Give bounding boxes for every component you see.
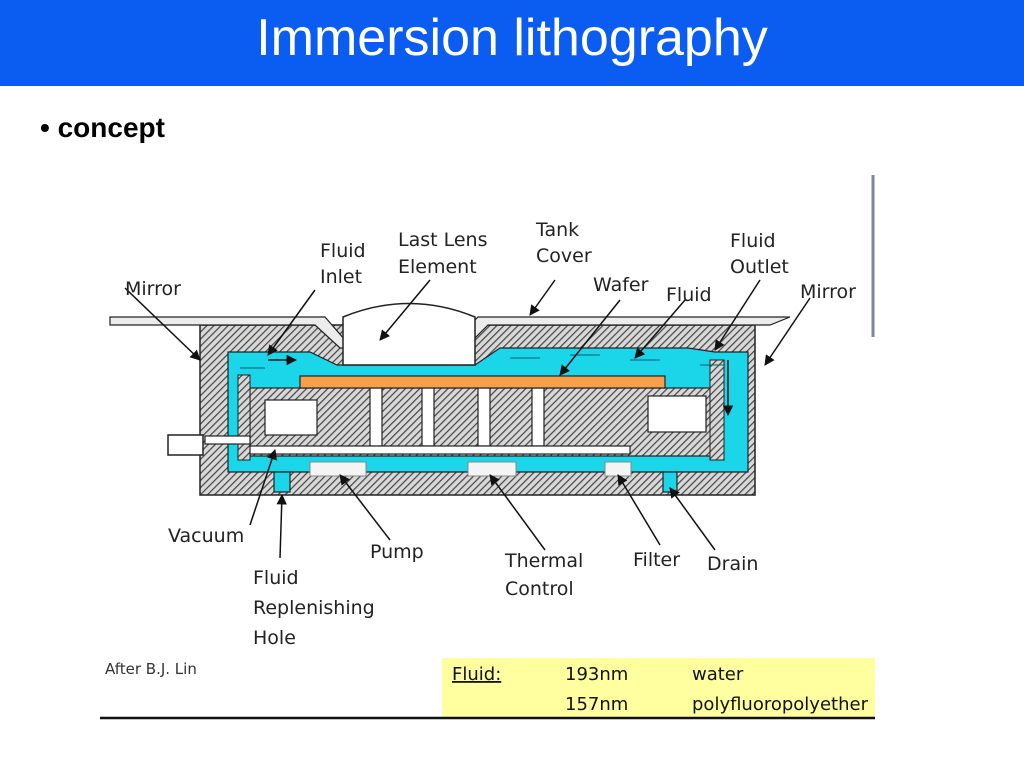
leader-drain [669, 487, 716, 551]
leader-mirror-left [124, 287, 201, 361]
label-thermal-1: Thermal [504, 550, 583, 572]
label-fluid-inlet-1: Fluid [320, 240, 366, 262]
fluid-dashes [240, 354, 725, 369]
bullet-text: concept [57, 112, 165, 143]
cavities [204, 387, 707, 455]
label-thermal-2: Control [505, 578, 574, 600]
leader-vacuum [249, 449, 277, 526]
credit-text: After B.J. Lin [105, 660, 197, 678]
leader-lines [124, 279, 811, 559]
fluid-table-header: Fluid: [452, 664, 501, 685]
label-replenishing-3: Hole [253, 627, 296, 649]
label-fluid-outlet-2: Outlet [730, 256, 789, 278]
leader-replenishing [276, 493, 287, 559]
label-tank-cover-2: Cover [536, 245, 592, 267]
label-fluid: Fluid [666, 284, 712, 306]
leader-last-lens [379, 279, 431, 341]
label-replenishing-2: Replenishing [253, 597, 375, 619]
slide-title: Immersion lithography [256, 9, 768, 67]
label-mirror-left: Mirror [125, 278, 181, 300]
leader-thermal [489, 474, 546, 551]
vacuum-channel-1 [369, 387, 383, 447]
leader-pump [339, 474, 391, 541]
leader-mirror-right [764, 297, 811, 366]
label-tank-cover-1: Tank [535, 219, 579, 241]
leader-wafer [559, 299, 621, 376]
vacuum-channel-4 [531, 387, 545, 447]
fluid-table-row2-fluid: polyfluoropolyether [692, 694, 869, 715]
side-tube [167, 434, 204, 456]
fluid-table-row1-fluid: water [692, 664, 744, 685]
inner-left-wall [237, 374, 251, 461]
vacuum-channel-3 [477, 387, 491, 447]
leader-tank-cover [529, 279, 556, 316]
label-filter: Filter [633, 549, 680, 571]
label-drain: Drain [707, 553, 758, 575]
filter-element [604, 461, 632, 477]
label-replenishing-1: Fluid [253, 567, 299, 589]
bullet-item: • concept [40, 112, 165, 143]
label-fluid-outlet-1: Fluid [730, 230, 776, 252]
leader-fluid-inlet [267, 289, 316, 356]
wafer [299, 375, 666, 389]
left-duct [204, 435, 251, 445]
leader-fluid [634, 299, 686, 359]
last-lens-element [342, 302, 476, 366]
bottom-elements [309, 461, 632, 477]
title-bar: Immersion lithography [0, 0, 1024, 86]
label-last-lens-2: Element [398, 256, 477, 278]
immersion-lithography-diagram: Mirror Fluid Inlet Last Lens Element Tan… [100, 175, 875, 720]
cavity-left [264, 399, 318, 436]
label-vacuum: Vacuum [168, 525, 244, 547]
thermal-element [467, 461, 517, 477]
cavity-right [647, 395, 707, 433]
label-mirror-right: Mirror [800, 281, 856, 303]
fluid-table-row2-wavelength: 157nm [565, 694, 628, 715]
fluid-table-row1-wavelength: 193nm [565, 664, 628, 685]
vacuum-channel-2 [421, 387, 435, 447]
label-fluid-inlet-2: Inlet [320, 266, 362, 288]
inner-right-wall [709, 359, 725, 461]
pump-element [309, 461, 367, 477]
replenishing-port [273, 471, 291, 493]
label-wafer: Wafer [593, 274, 649, 296]
diagram-labels: Mirror Fluid Inlet Last Lens Element Tan… [125, 219, 856, 649]
bottom-ports [273, 471, 678, 493]
label-pump: Pump [370, 541, 424, 563]
fluid-table-bg [442, 658, 875, 718]
label-last-lens-1: Last Lens [398, 229, 488, 251]
leader-filter [617, 474, 661, 546]
leader-fluid-outlet [714, 279, 761, 351]
vacuum-manifold [249, 445, 631, 455]
